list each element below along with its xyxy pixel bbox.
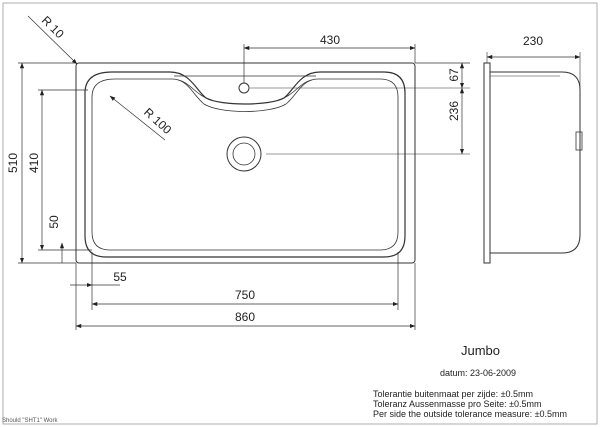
dim-bowl-depth-right: 236 [447, 101, 461, 121]
side-drain-stub [575, 131, 583, 151]
sink-top-view [75, 62, 470, 264]
sink-outer-frame [75, 62, 416, 264]
dimension-lines [18, 15, 581, 330]
side-bowl [490, 71, 581, 254]
sink-side-view [483, 52, 583, 264]
tap-hole [238, 82, 250, 94]
sink-bowl-inner [91, 78, 399, 251]
dim-outer-width: 860 [235, 310, 255, 324]
dim-bowl-width: 750 [235, 288, 255, 302]
side-flange [483, 62, 491, 264]
dim-top-width: 430 [320, 33, 340, 47]
sink-bowl-outer [84, 71, 406, 258]
drawing-title: Jumbo [461, 343, 501, 358]
dim-drain-offset: 67 [447, 68, 461, 82]
drain-inner [232, 142, 256, 166]
tolerance-line-nl: Tolerantie buitenmaat per zijde: ±0.5mm [373, 389, 534, 399]
dim-corner-radius-bowl: R 100 [141, 105, 174, 137]
dim-bowl-height: 410 [27, 153, 41, 173]
tolerance-line-en: Per side the outside tolerance measure: … [373, 409, 568, 419]
drain-outer [226, 136, 262, 172]
dim-corner-radius-outer: R 10 [39, 13, 67, 41]
drawing-date: datum: 23-06-2009 [440, 368, 517, 378]
dim-bottom-margin: 50 [47, 215, 61, 229]
dim-left-margin: 55 [113, 270, 127, 284]
dim-outer-height: 510 [6, 153, 20, 173]
dim-side-depth: 230 [523, 34, 543, 48]
overflow-ledge [174, 75, 316, 101]
tolerance-line-de: Toleranz Aussenmasse pro Seite: ±0.5mm [373, 399, 542, 409]
footer-note: Should "SHT1" Work [2, 418, 58, 424]
